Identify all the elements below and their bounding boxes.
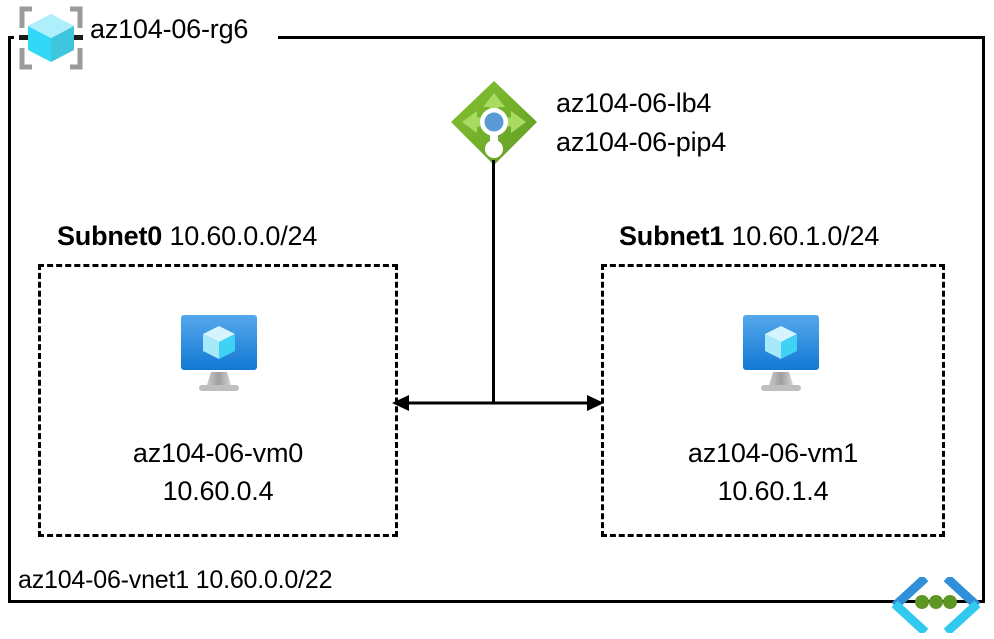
subnet1-title: Subnet1 10.60.1.0/24 — [619, 221, 879, 252]
subnet0-cidr: 10.60.0.0/24 — [169, 221, 318, 251]
vm0-name: az104-06-vm0 — [132, 438, 304, 468]
subnet0-title: Subnet0 10.60.0.0/24 — [57, 221, 317, 252]
resource-group-cube-icon — [16, 6, 86, 70]
load-balancer-name: az104-06-lb4 — [556, 88, 712, 118]
vm1-name: az104-06-vm1 — [687, 438, 859, 468]
vm0-label: az104-06-vm0 10.60.0.4 — [38, 434, 398, 510]
subnet1-cidr: 10.60.1.0/24 — [731, 221, 880, 251]
resource-group-border-top-right — [278, 36, 985, 39]
vnet-label: az104-06-vnet1 10.60.0.0/22 — [18, 566, 333, 594]
virtual-machine-icon — [173, 312, 265, 394]
virtual-machine-icon — [735, 312, 827, 394]
virtual-network-icon — [890, 574, 982, 636]
subnet0-boundary — [38, 264, 398, 537]
load-balancer-connector-line — [492, 160, 495, 404]
resource-group-boundary — [8, 36, 985, 603]
vm0-ip: 10.60.0.4 — [162, 476, 274, 506]
vm1-label: az104-06-vm1 10.60.1.4 — [601, 434, 945, 510]
load-balancer-icon — [449, 79, 539, 173]
vm1-ip: 10.60.1.4 — [717, 476, 829, 506]
subnet-connector-arrow — [390, 386, 606, 420]
public-ip-name: az104-06-pip4 — [556, 127, 727, 157]
subnet1-boundary — [601, 264, 945, 537]
resource-group-border-top-left — [8, 36, 14, 39]
subnet0-name: Subnet0 — [57, 221, 163, 251]
resource-group-label: az104-06-rg6 — [90, 14, 249, 44]
load-balancer-labels: az104-06-lb4 az104-06-pip4 — [556, 84, 726, 162]
subnet1-name: Subnet1 — [619, 221, 725, 251]
